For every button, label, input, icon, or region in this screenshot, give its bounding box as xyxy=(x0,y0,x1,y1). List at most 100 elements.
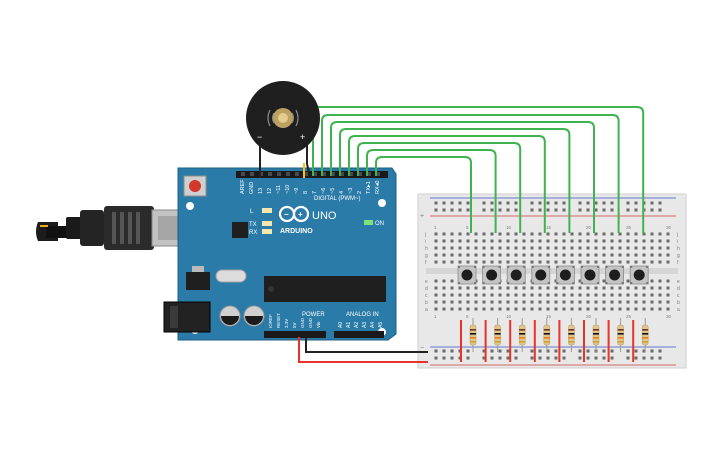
breadboard-hole[interactable] xyxy=(562,260,566,264)
header-pin[interactable] xyxy=(286,172,290,176)
breadboard-hole[interactable] xyxy=(514,293,518,297)
breadboard-rail-hole[interactable] xyxy=(514,208,518,212)
breadboard-hole[interactable] xyxy=(538,307,542,311)
push-button[interactable] xyxy=(629,265,649,285)
breadboard-rail-hole[interactable] xyxy=(594,208,598,212)
breadboard-hole[interactable] xyxy=(586,246,590,250)
push-button[interactable] xyxy=(605,265,624,285)
breadboard-hole[interactable] xyxy=(498,300,502,304)
breadboard-hole[interactable] xyxy=(482,260,486,264)
breadboard-hole[interactable] xyxy=(578,286,582,290)
breadboard-hole[interactable] xyxy=(434,293,438,297)
breadboard-hole[interactable] xyxy=(602,286,606,290)
breadboard-hole[interactable] xyxy=(450,260,454,264)
breadboard-hole[interactable] xyxy=(610,300,614,304)
breadboard-rail-hole[interactable] xyxy=(586,356,590,360)
breadboard-rail-hole[interactable] xyxy=(658,201,662,205)
breadboard-hole[interactable] xyxy=(474,286,478,290)
breadboard-hole[interactable] xyxy=(666,279,670,283)
header-pin[interactable] xyxy=(277,172,281,176)
breadboard-hole[interactable] xyxy=(482,239,486,243)
resistor[interactable] xyxy=(533,318,551,362)
breadboard-hole[interactable] xyxy=(650,246,654,250)
breadboard-rail-hole[interactable] xyxy=(498,356,502,360)
breadboard-hole[interactable] xyxy=(658,307,662,311)
breadboard-hole[interactable] xyxy=(490,300,494,304)
breadboard-hole[interactable] xyxy=(530,260,534,264)
breadboard-hole[interactable] xyxy=(578,239,582,243)
breadboard-rail-hole[interactable] xyxy=(602,208,606,212)
breadboard-hole[interactable] xyxy=(554,253,558,257)
breadboard-hole[interactable] xyxy=(634,253,638,257)
breadboard-rail-hole[interactable] xyxy=(610,208,614,212)
breadboard-hole[interactable] xyxy=(506,246,510,250)
breadboard-rail-hole[interactable] xyxy=(506,349,510,353)
breadboard-hole[interactable] xyxy=(530,286,534,290)
breadboard-hole[interactable] xyxy=(498,307,502,311)
breadboard-hole[interactable] xyxy=(522,246,526,250)
breadboard-hole[interactable] xyxy=(554,293,558,297)
breadboard-rail-hole[interactable] xyxy=(490,208,494,212)
breadboard-hole[interactable] xyxy=(650,300,654,304)
breadboard-hole[interactable] xyxy=(634,307,638,311)
breadboard-rail-hole[interactable] xyxy=(514,201,518,205)
breadboard-rail-hole[interactable] xyxy=(482,349,486,353)
breadboard-hole[interactable] xyxy=(626,246,630,250)
breadboard-rail-hole[interactable] xyxy=(578,201,582,205)
breadboard-hole[interactable] xyxy=(602,246,606,250)
breadboard-hole[interactable] xyxy=(602,300,606,304)
breadboard-rail-hole[interactable] xyxy=(490,356,494,360)
power-wire-5v[interactable] xyxy=(298,337,428,363)
breadboard-hole[interactable] xyxy=(434,307,438,311)
arduino-board[interactable]: L TX RX ON − + ARDUINO UNO DIGITAL (PWM~… xyxy=(163,167,397,341)
breadboard-hole[interactable] xyxy=(490,239,494,243)
breadboard-hole[interactable] xyxy=(450,232,454,236)
breadboard-hole[interactable] xyxy=(434,253,438,257)
breadboard-hole[interactable] xyxy=(658,300,662,304)
breadboard-hole[interactable] xyxy=(474,246,478,250)
breadboard-hole[interactable] xyxy=(442,307,446,311)
breadboard-hole[interactable] xyxy=(490,293,494,297)
breadboard-rail-hole[interactable] xyxy=(442,349,446,353)
breadboard-rail-hole[interactable] xyxy=(658,208,662,212)
breadboard-hole[interactable] xyxy=(578,260,582,264)
breadboard-rail-hole[interactable] xyxy=(562,349,566,353)
breadboard-hole[interactable] xyxy=(642,232,646,236)
breadboard-hole[interactable] xyxy=(466,239,470,243)
breadboard-rail-hole[interactable] xyxy=(610,356,614,360)
resistor[interactable] xyxy=(460,318,477,362)
breadboard-hole[interactable] xyxy=(602,293,606,297)
breadboard-hole[interactable] xyxy=(538,239,542,243)
breadboard-hole[interactable] xyxy=(490,246,494,250)
breadboard-hole[interactable] xyxy=(642,239,646,243)
breadboard-hole[interactable] xyxy=(482,253,486,257)
breadboard-hole[interactable] xyxy=(506,260,510,264)
header-pin[interactable] xyxy=(331,172,335,176)
breadboard-hole[interactable] xyxy=(578,253,582,257)
breadboard-hole[interactable] xyxy=(506,286,510,290)
breadboard-hole[interactable] xyxy=(482,307,486,311)
breadboard-hole[interactable] xyxy=(618,300,622,304)
breadboard-hole[interactable] xyxy=(530,300,534,304)
breadboard-hole[interactable] xyxy=(666,239,670,243)
breadboard-hole[interactable] xyxy=(666,260,670,264)
breadboard-hole[interactable] xyxy=(610,232,614,236)
breadboard-hole[interactable] xyxy=(434,246,438,250)
breadboard-hole[interactable] xyxy=(666,307,670,311)
breadboard-hole[interactable] xyxy=(610,246,614,250)
breadboard-hole[interactable] xyxy=(570,260,574,264)
breadboard-rail-hole[interactable] xyxy=(610,349,614,353)
breadboard-rail-hole[interactable] xyxy=(602,201,606,205)
breadboard-rail-hole[interactable] xyxy=(546,208,550,212)
breadboard-hole[interactable] xyxy=(450,253,454,257)
breadboard-rail-hole[interactable] xyxy=(538,356,542,360)
breadboard-hole[interactable] xyxy=(482,300,486,304)
breadboard-hole[interactable] xyxy=(506,232,510,236)
breadboard-hole[interactable] xyxy=(474,239,478,243)
breadboard-hole[interactable] xyxy=(602,279,606,283)
breadboard-rail-hole[interactable] xyxy=(442,201,446,205)
breadboard-rail-hole[interactable] xyxy=(442,356,446,360)
breadboard-hole[interactable] xyxy=(658,293,662,297)
breadboard-hole[interactable] xyxy=(634,239,638,243)
breadboard-hole[interactable] xyxy=(522,253,526,257)
